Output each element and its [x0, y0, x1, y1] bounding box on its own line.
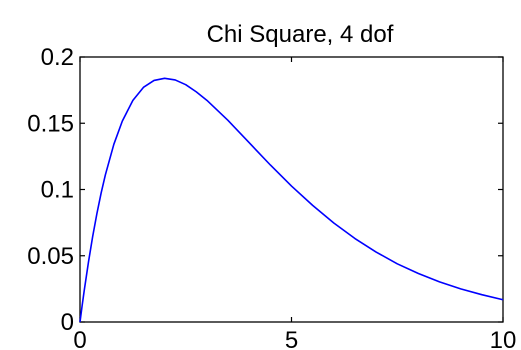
series-layer [79, 77, 504, 323]
chart-title: Chi Square, 4 dof [207, 21, 394, 48]
x-tick-label: 0 [73, 327, 86, 350]
axis-ticks: 0 5 10 0 0.05 0.1 0.15 0.2 [27, 44, 516, 350]
series-line [79, 77, 504, 323]
y-tick-label: 0 [61, 309, 74, 336]
y-tick-label: 0.1 [41, 177, 74, 204]
y-tick-label: 0.15 [27, 110, 74, 137]
y-tick-label: 0.05 [27, 243, 74, 270]
y-tick-label: 0.2 [41, 44, 74, 71]
x-tick-label: 5 [285, 327, 298, 350]
x-tick-label: 10 [490, 327, 517, 350]
